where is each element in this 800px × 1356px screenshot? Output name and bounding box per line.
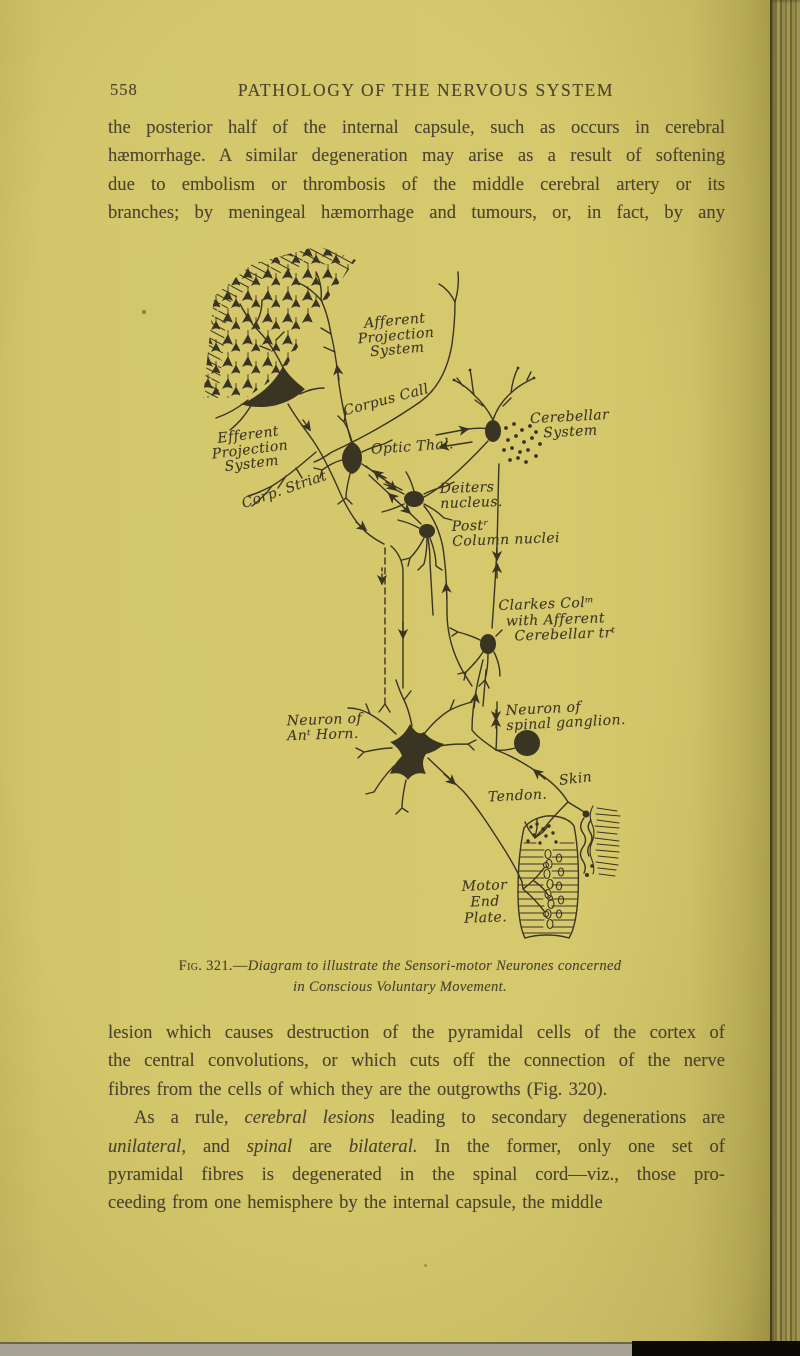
figure-diagram [203,246,621,939]
body-line: the posterior half of the internal capsu… [108,117,725,138]
figure-caption: Fig. 321.—Diagram to illustrate the Sens… [113,956,687,997]
posterior-column-nuclei-neuron [368,474,443,616]
label-clarkes-column: Clarkes Colᵐ with Afferent Cerebellar tr… [498,594,616,645]
body-line: lesion which causes destruction of the p… [108,1022,725,1043]
label-motor-end-plate: Motor End Plate. [461,877,508,927]
figure-caption-line2: in Conscious Voluntary Movement. [293,978,507,995]
anterior-horn-neuron [347,679,523,883]
body-line: hæmorrhage. A similar degeneration may a… [108,145,725,167]
pyramidal-neuron [215,299,385,545]
running-title: PATHOLOGY OF THE NERVOUS SYSTEM [237,80,615,100]
spinal-ganglion-neuron [469,659,569,803]
label-cerebellar-system: Cerebellar System [529,406,610,441]
body-line: pyramidal fibres is degenerated in the s… [108,1164,725,1186]
body-line: due to embolism or thrombosis of the mid… [108,173,725,195]
figure-number: Fig. 321.— [178,958,248,974]
label-tendon: Tendon. [487,786,548,806]
purkinje-cell [423,366,542,498]
table-surface-strip [0,1342,800,1356]
body-line: fibres from the cells of which they are … [108,1078,608,1100]
body-text-top: the posterior half of the internal capsu… [108,114,725,228]
clarkes-column-neuron [449,627,503,707]
pyramidal-tracts [376,545,409,713]
background-shadow [632,1341,800,1356]
book-fore-edge [770,0,800,1356]
paper-speck [142,310,146,314]
label-posterior-column-nuclei: Postʳ Column nuclei [451,517,561,550]
book-page [0,0,772,1342]
body-line: As a rule, cerebral lesions leading to s… [134,1107,726,1129]
optic-thalamus-neuron [313,411,393,505]
afferent-cortical-fiber [296,271,353,445]
posterior-column-fiber [491,463,503,629]
muscle-with-end-plates [517,815,580,939]
body-line: branches; by meningeal hæmorrhage and tu… [108,202,725,224]
body-line: unilateral, and spinal are bilateral. In… [108,1135,725,1157]
page-number: 558 [110,80,138,99]
page-header: 558 PATHOLOGY OF THE NERVOUS SYSTEM [108,80,724,104]
corpus-striatum-collateral [247,451,317,507]
corpus-callosum-fiber [313,271,460,463]
body-line: ceeding from one hemisphere by the inter… [108,1192,603,1214]
paper-speck [424,1264,427,1267]
cortex-band [203,246,356,398]
label-anterior-horn-neuron: Neuron of Anᵗ Horn. [286,710,363,744]
label-deiters-nucleus: Deiters nucleus. [439,479,504,512]
tendon-ending [524,801,569,845]
skin-ending [567,801,621,877]
body-text-bottom: lesion which causes destruction of the p… [108,1019,725,1218]
label-afferent-projection-system: Afferent Projection System [357,310,435,361]
body-line: the central convolutions, or which cuts … [108,1050,725,1072]
figure-caption-line1: Fig. 321.—Diagram to illustrate the Sens… [178,958,622,974]
label-spinal-ganglion-neuron: Neuron of spinal ganglion. [505,699,627,734]
